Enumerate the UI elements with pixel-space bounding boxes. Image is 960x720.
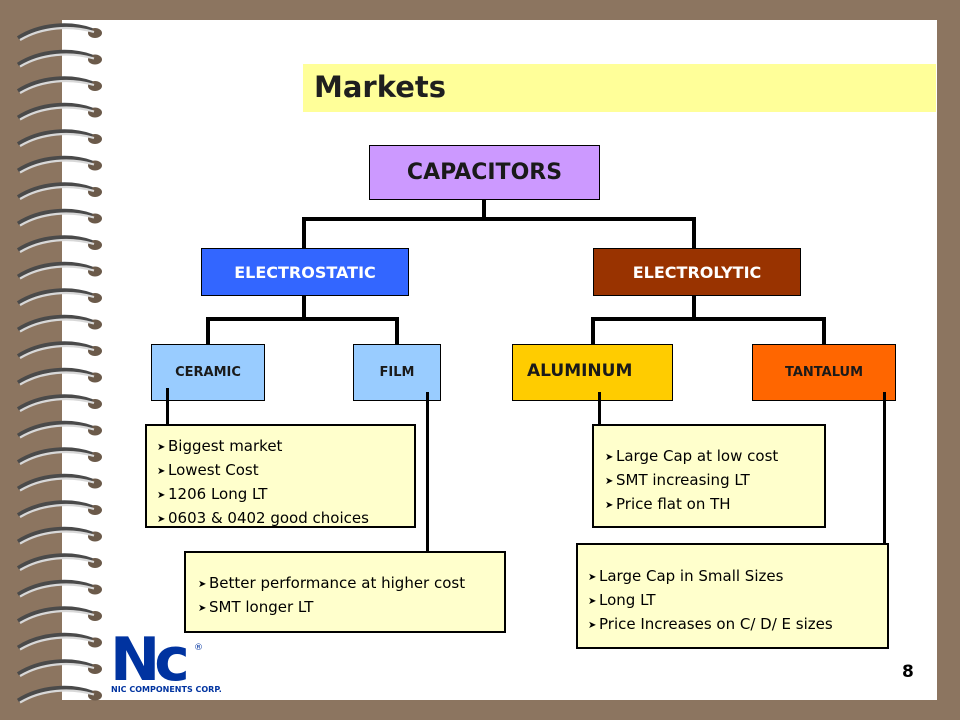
note-film: ➤Better performance at higher cost ➤SMT …	[184, 551, 506, 633]
spiral-ring	[16, 394, 102, 412]
list-item: ➤1206 Long LT	[157, 483, 414, 507]
slide-title: Markets	[314, 70, 447, 104]
title-band	[303, 64, 936, 112]
spiral-ring	[16, 473, 102, 492]
arrow-bullet-icon: ➤	[588, 572, 597, 583]
arrow-bullet-icon: ➤	[198, 603, 207, 614]
arrow-bullet-icon: ➤	[157, 490, 166, 501]
connector	[692, 296, 696, 318]
list-item: ➤Lowest Cost	[157, 459, 414, 483]
spiral-ring	[16, 526, 102, 545]
connector	[302, 217, 306, 248]
arrow-bullet-icon: ➤	[605, 500, 614, 511]
list-item: ➤Better performance at higher cost	[198, 572, 504, 596]
list-item: ➤Long LT	[588, 589, 887, 613]
connector	[692, 217, 696, 248]
list-item: ➤Large Cap at low cost	[605, 445, 824, 469]
spiral-ring	[16, 447, 102, 465]
spiral-binding	[16, 23, 102, 704]
spiral-ring	[16, 659, 102, 677]
connector	[166, 388, 169, 436]
spiral-ring	[16, 606, 102, 624]
spiral-ring	[16, 129, 102, 147]
spiral-ring	[16, 49, 102, 68]
list-item: ➤Price Increases on C/ D/ E sizes	[588, 613, 887, 637]
spiral-ring	[16, 208, 102, 227]
list-item: ➤SMT increasing LT	[605, 469, 824, 493]
spiral-ring	[16, 288, 102, 306]
note-aluminum: ➤Large Cap at low cost ➤SMT increasing L…	[592, 424, 826, 528]
spiral-ring	[16, 685, 102, 704]
spiral-ring	[16, 500, 102, 518]
connector	[482, 199, 486, 219]
note-tantalum: ➤Large Cap in Small Sizes ➤Long LT ➤Pric…	[576, 543, 889, 649]
nic-logo: Nc ® NIC COMPONENTS CORP.	[110, 625, 230, 696]
spiral-ring	[16, 155, 102, 174]
spiral-ring	[16, 182, 102, 200]
spiral-ring	[16, 579, 102, 598]
connector	[206, 317, 210, 344]
logo-company-name: NIC COMPONENTS CORP.	[111, 685, 222, 694]
node-electrostatic: ELECTROSTATIC	[201, 248, 409, 296]
arrow-bullet-icon: ➤	[157, 466, 166, 477]
node-film: FILM	[353, 344, 441, 401]
note-ceramic: ➤Biggest market ➤Lowest Cost ➤1206 Long …	[145, 424, 416, 528]
node-aluminum: ALUMINUM	[512, 344, 673, 401]
connector	[591, 317, 826, 321]
spiral-ring	[16, 367, 102, 386]
connector	[883, 392, 886, 556]
node-ceramic: CERAMIC	[151, 344, 265, 401]
spiral-ring	[16, 23, 102, 41]
logo-mark: Nc	[110, 630, 186, 695]
connector	[426, 392, 429, 564]
list-item: ➤Price flat on TH	[605, 493, 824, 517]
arrow-bullet-icon: ➤	[588, 620, 597, 631]
list-item: ➤Large Cap in Small Sizes	[588, 565, 887, 589]
list-item: ➤0603 & 0402 good choices	[157, 507, 414, 531]
connector	[302, 296, 306, 318]
spiral-ring	[16, 632, 102, 651]
spiral-ring	[16, 314, 102, 333]
node-electrolytic: ELECTROLYTIC	[593, 248, 801, 296]
arrow-bullet-icon: ➤	[157, 442, 166, 453]
spiral-ring	[16, 235, 102, 253]
arrow-bullet-icon: ➤	[198, 579, 207, 590]
arrow-bullet-icon: ➤	[157, 514, 166, 525]
node-capacitors: CAPACITORS	[369, 145, 600, 200]
spiral-ring	[16, 420, 102, 439]
connector	[598, 392, 601, 440]
page-number: 8	[902, 662, 914, 682]
connector	[591, 317, 595, 344]
connector	[822, 317, 826, 344]
arrow-bullet-icon: ➤	[605, 476, 614, 487]
spiral-ring	[16, 341, 102, 359]
list-item: ➤SMT longer LT	[198, 596, 504, 620]
spiral-ring	[16, 553, 102, 571]
spiral-ring	[16, 261, 102, 280]
arrow-bullet-icon: ➤	[588, 596, 597, 607]
spiral-ring	[16, 76, 102, 94]
arrow-bullet-icon: ➤	[605, 452, 614, 463]
connector	[302, 217, 696, 221]
node-tantalum: TANTALUM	[752, 344, 896, 401]
spiral-ring	[16, 102, 102, 121]
connector	[395, 317, 399, 344]
connector	[206, 317, 399, 321]
logo-registered: ®	[194, 643, 203, 653]
list-item: ➤Biggest market	[157, 435, 414, 459]
